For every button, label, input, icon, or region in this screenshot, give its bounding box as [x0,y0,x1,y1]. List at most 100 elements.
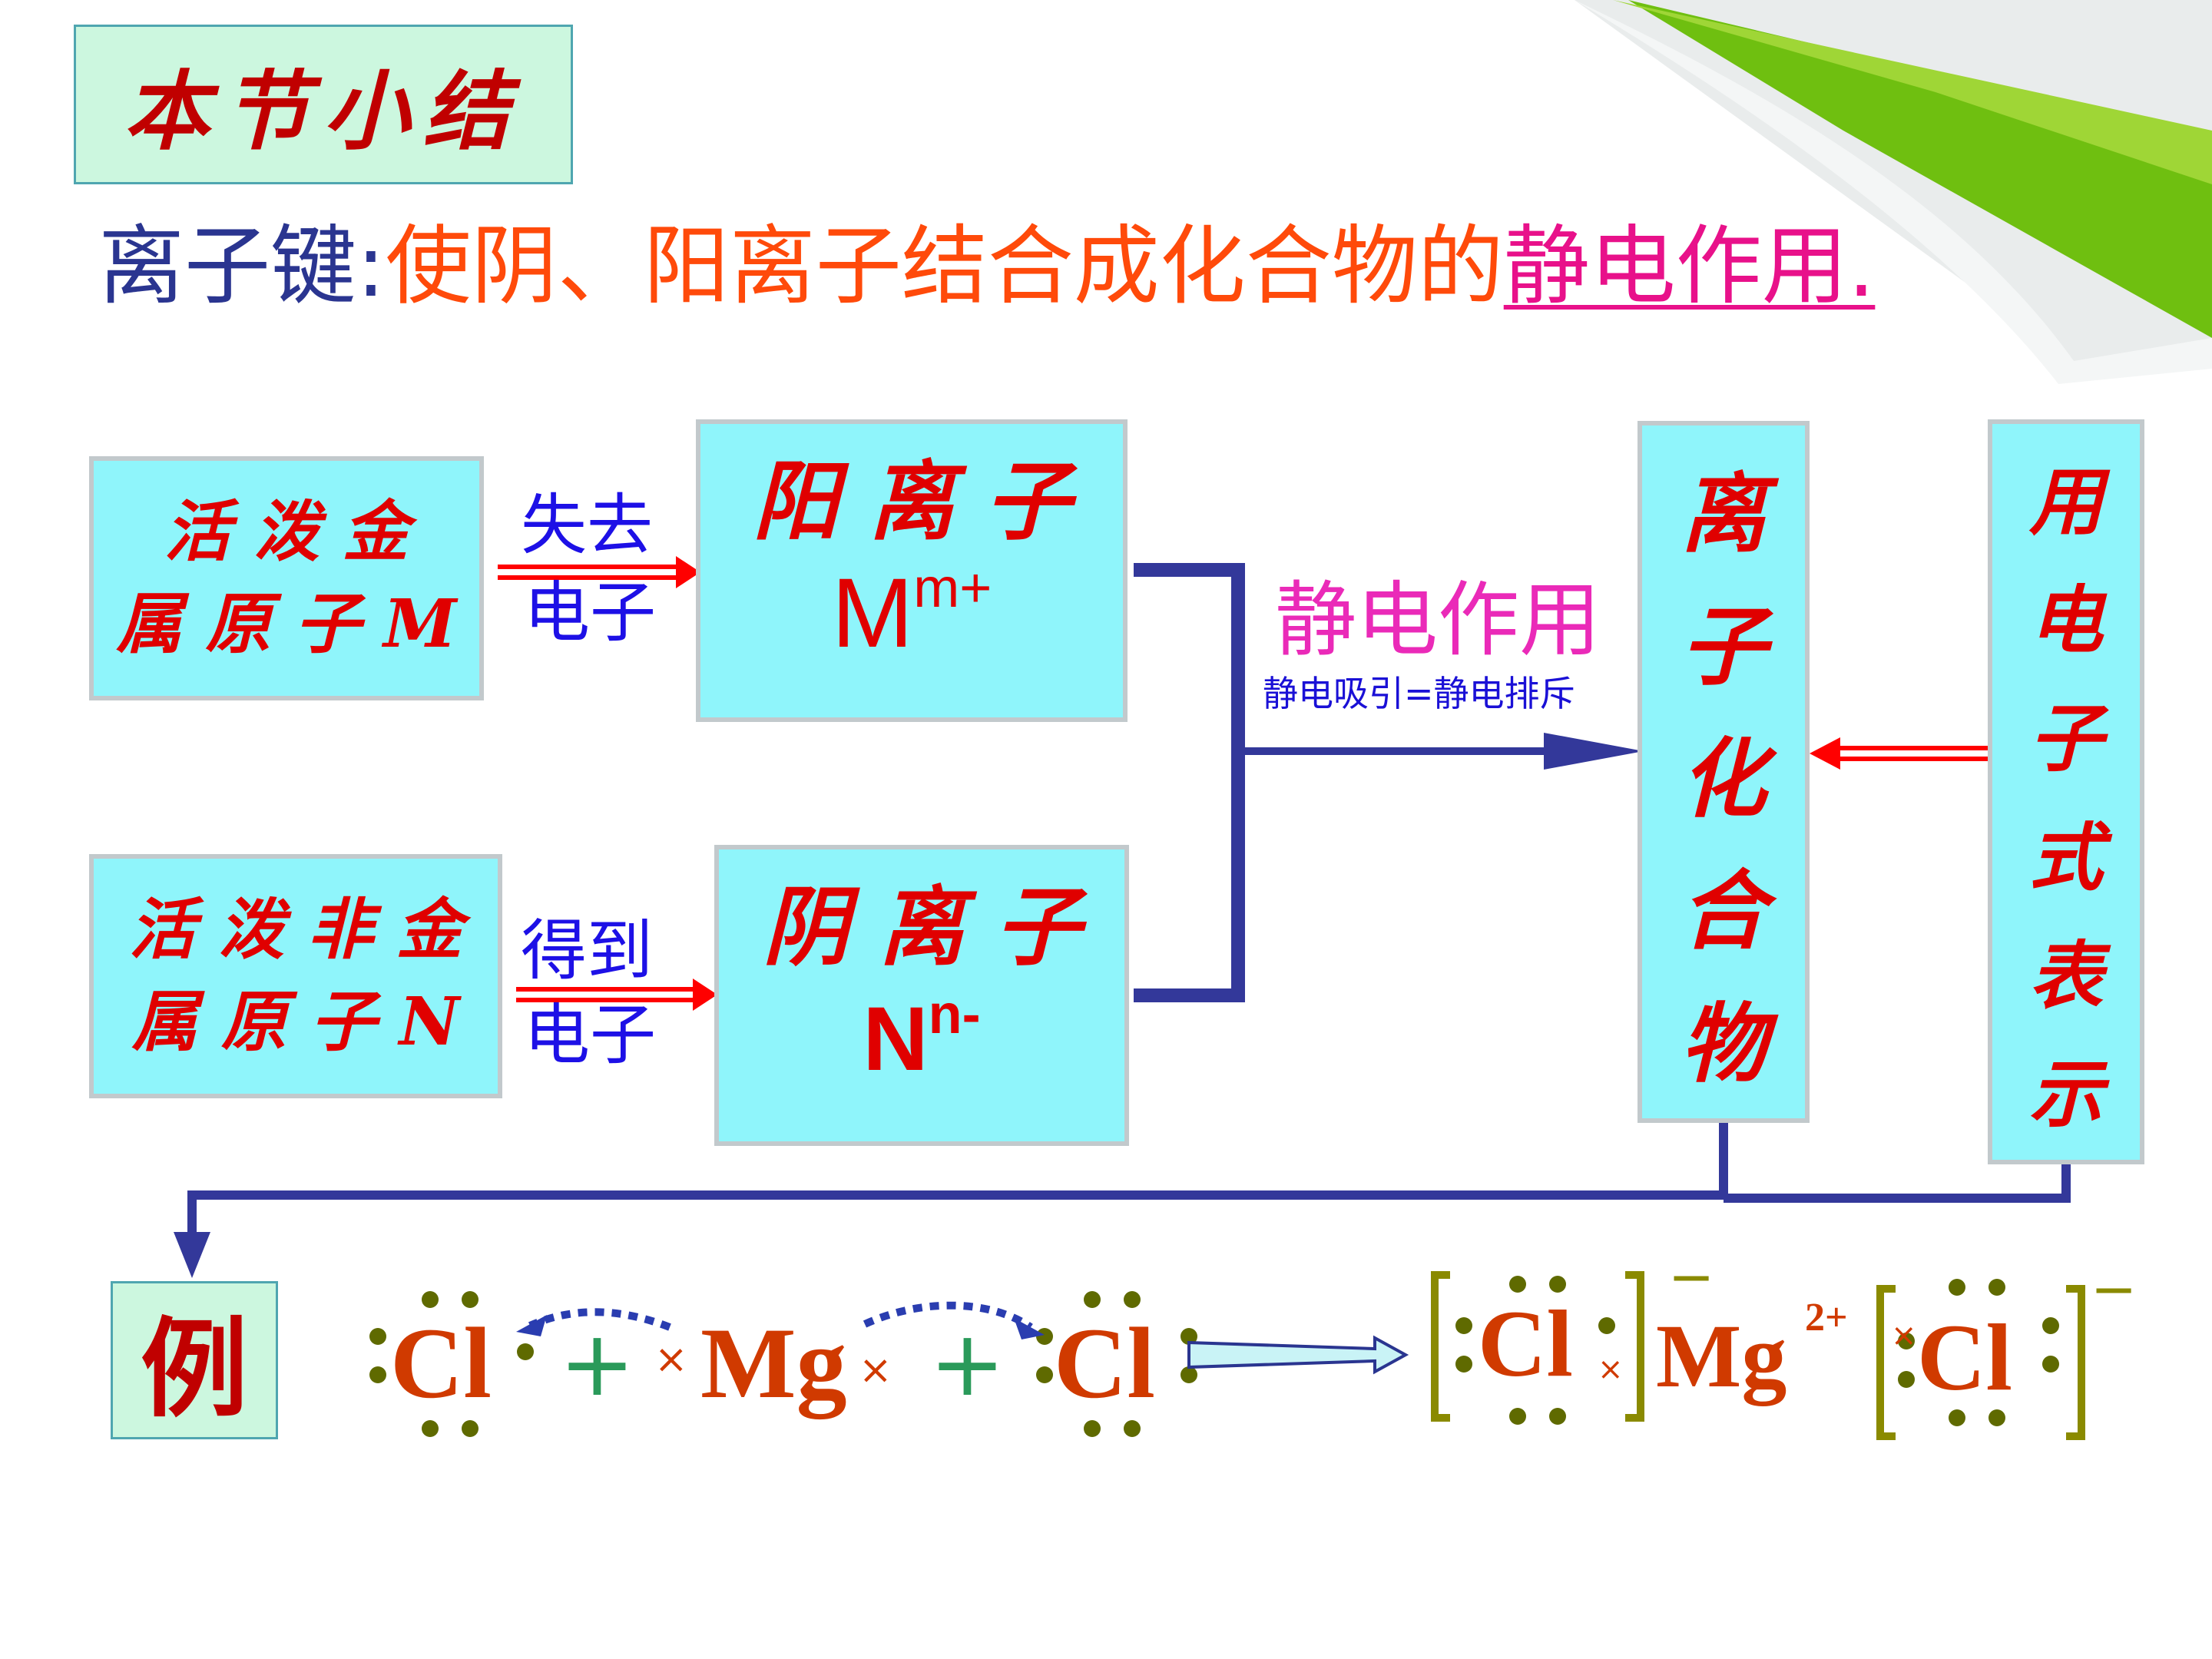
ionic-compound-box: 离 子 化 合 物 [1637,421,1810,1123]
electron-dot [422,1420,439,1437]
product-brackets [1431,1271,2085,1440]
mg-electron-x-right: × [859,1347,892,1393]
example-label-box: 例 [111,1281,278,1439]
product-cl-left: Cl [1478,1291,1573,1396]
cation-charge: m+ [913,557,992,619]
definition-key-phrase: 静电作用. [1503,217,1876,316]
electron-dot [517,1343,534,1360]
ionic-compound-char-1: 离 [1681,464,1767,565]
electron-dot [422,1291,439,1308]
electron-dot [1549,1408,1566,1425]
electron-dot [1455,1317,1472,1334]
ionic-compound-char-4: 合 [1681,861,1767,962]
gain-electrons-label-2: 电子 [524,997,656,1074]
electrostatic-label: 静电作用 [1275,573,1601,667]
cation-name: 阳 离 子 [753,451,1071,552]
active-metal-line-1: 活 泼 金 [164,493,409,571]
reactant-cl-right: Cl [1054,1306,1155,1419]
active-metal-atom-box: 活 泼 金 属 原 子 M [89,456,484,700]
cation-box: 阳 离 子 Mm+ [696,419,1128,722]
transfer-arrowhead-left [516,1315,547,1336]
electron-dot [1084,1420,1101,1437]
product-charge-left: − [1668,1244,1715,1309]
anion-box: 阴 离 子 Nn- [714,845,1129,1146]
electron-formula-char-5: 表 [2029,932,2103,1019]
electron-dot [2042,1356,2059,1373]
section-title-box: 本节小结 [74,25,573,184]
product-charge-right: − [2091,1257,2137,1321]
product-cl-right: Cl [1917,1305,2012,1410]
anion-formula: Nn- [863,984,981,1121]
reactant-mg: Mg [700,1306,847,1419]
electron-dot [1181,1366,1197,1383]
electron-dot [1949,1279,1965,1296]
electron-formula-char-6: 示 [2029,1051,2103,1138]
electron-dot [1898,1333,1915,1349]
reactant-cl-left: Cl [390,1306,492,1419]
electron-dot [1549,1276,1566,1293]
electron-formula-arrow [1810,737,1991,770]
electron-dot [1084,1291,1101,1308]
active-nonmetal-line-1: 活 泼 非 金 [129,891,462,969]
electron-dot [462,1291,478,1308]
active-nonmetal-atom-box: 活 泼 非 金 属 原 子 N [89,854,502,1098]
example-connector [187,1115,2071,1232]
plus-sign-2: + [929,1310,1005,1416]
gain-electrons-arrow [516,979,717,1011]
active-metal-line-2: 属 原 子 M [116,585,457,663]
anion-charge: n- [928,984,981,1045]
electron-dot [1509,1276,1526,1293]
ionic-compound-char-5: 物 [1681,993,1767,1094]
lose-electrons-arrow [498,556,700,588]
ionic-compound-char-3: 化 [1681,728,1767,830]
example-label: 例 [140,1306,248,1432]
electron-dot [1036,1328,1053,1345]
reaction-arrow [1187,1335,1409,1375]
electron-formula-char-2: 电 [2029,576,2103,664]
electron-dot [1455,1356,1472,1373]
lose-electrons-label-2: 电子 [524,575,656,651]
electron-dot [1988,1279,2005,1296]
ionic-compound-char-2: 子 [1681,596,1767,697]
electron-dot [1124,1420,1141,1437]
electron-dot [1181,1328,1197,1345]
definition-body: 使阴、阳离子结合成化合物的 [385,217,1504,316]
lose-electrons-label-1: 失去 [521,487,653,564]
anion-symbol: N [863,988,929,1090]
ionic-bond-definition: 离子键:使阴、阳离子结合成化合物的静电作用. [98,209,1875,324]
electron-formula-box: 用 电 子 式 表 示 [1988,419,2144,1164]
product-x-right: × [1891,1318,1917,1353]
electron-dot [1988,1409,2005,1426]
product-mg: Mg [1656,1306,1787,1406]
electron-dots [369,1276,2059,1437]
product-mg-charge: 2+ [1805,1296,1848,1339]
electron-dot [2042,1317,2059,1334]
page-curl-decoration [1575,0,2212,384]
plus-sign-1: + [559,1310,635,1416]
electron-dot [1124,1291,1141,1308]
cation-symbol: M [831,558,914,668]
gain-electrons-label-1: 得到 [521,912,653,989]
definition-term: 离子键: [98,217,386,316]
electron-dot [1949,1409,1965,1426]
ion-combine-arrowhead [1544,733,1644,770]
electron-dot [1036,1366,1053,1383]
electron-formula-char-4: 式 [2029,813,2103,901]
electrostatic-note: 静电吸引=静电排斥 [1263,673,1575,714]
product-x-left: × [1598,1352,1624,1387]
mg-electron-x-left: × [654,1336,688,1382]
example-arrowhead [174,1232,210,1278]
cation-formula: Mm+ [831,557,992,697]
electron-transfer-arrows [528,1301,1033,1331]
active-nonmetal-line-2: 属 原 子 N [131,983,460,1061]
electron-formula-char-1: 用 [2029,458,2103,545]
electron-dot [1598,1317,1615,1334]
transfer-arrowhead-right [1014,1318,1045,1339]
electron-dot [462,1420,478,1437]
electron-dot [1509,1408,1526,1425]
electron-dot [1898,1371,1915,1388]
section-title: 本节小结 [124,61,523,162]
electron-dot [369,1328,386,1345]
